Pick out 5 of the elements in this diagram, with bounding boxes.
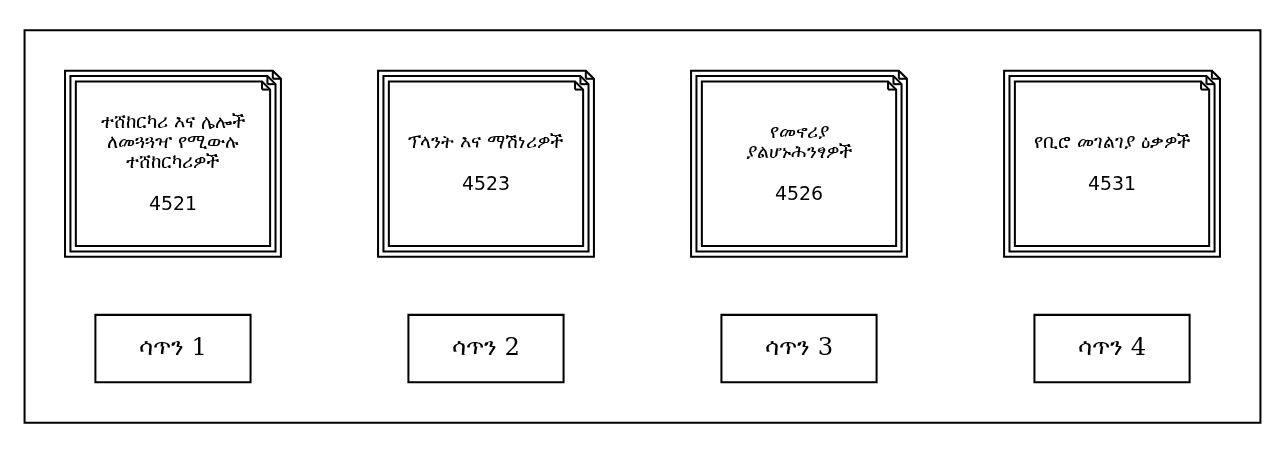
node-box: ሳጥን 2 [407,313,565,384]
node-box: ሳጥን 4 [1033,313,1191,384]
node-box: ሳጥን 3 [720,313,878,384]
node-box: ሳጥን 1 [94,313,252,384]
cluster [23,29,1262,424]
